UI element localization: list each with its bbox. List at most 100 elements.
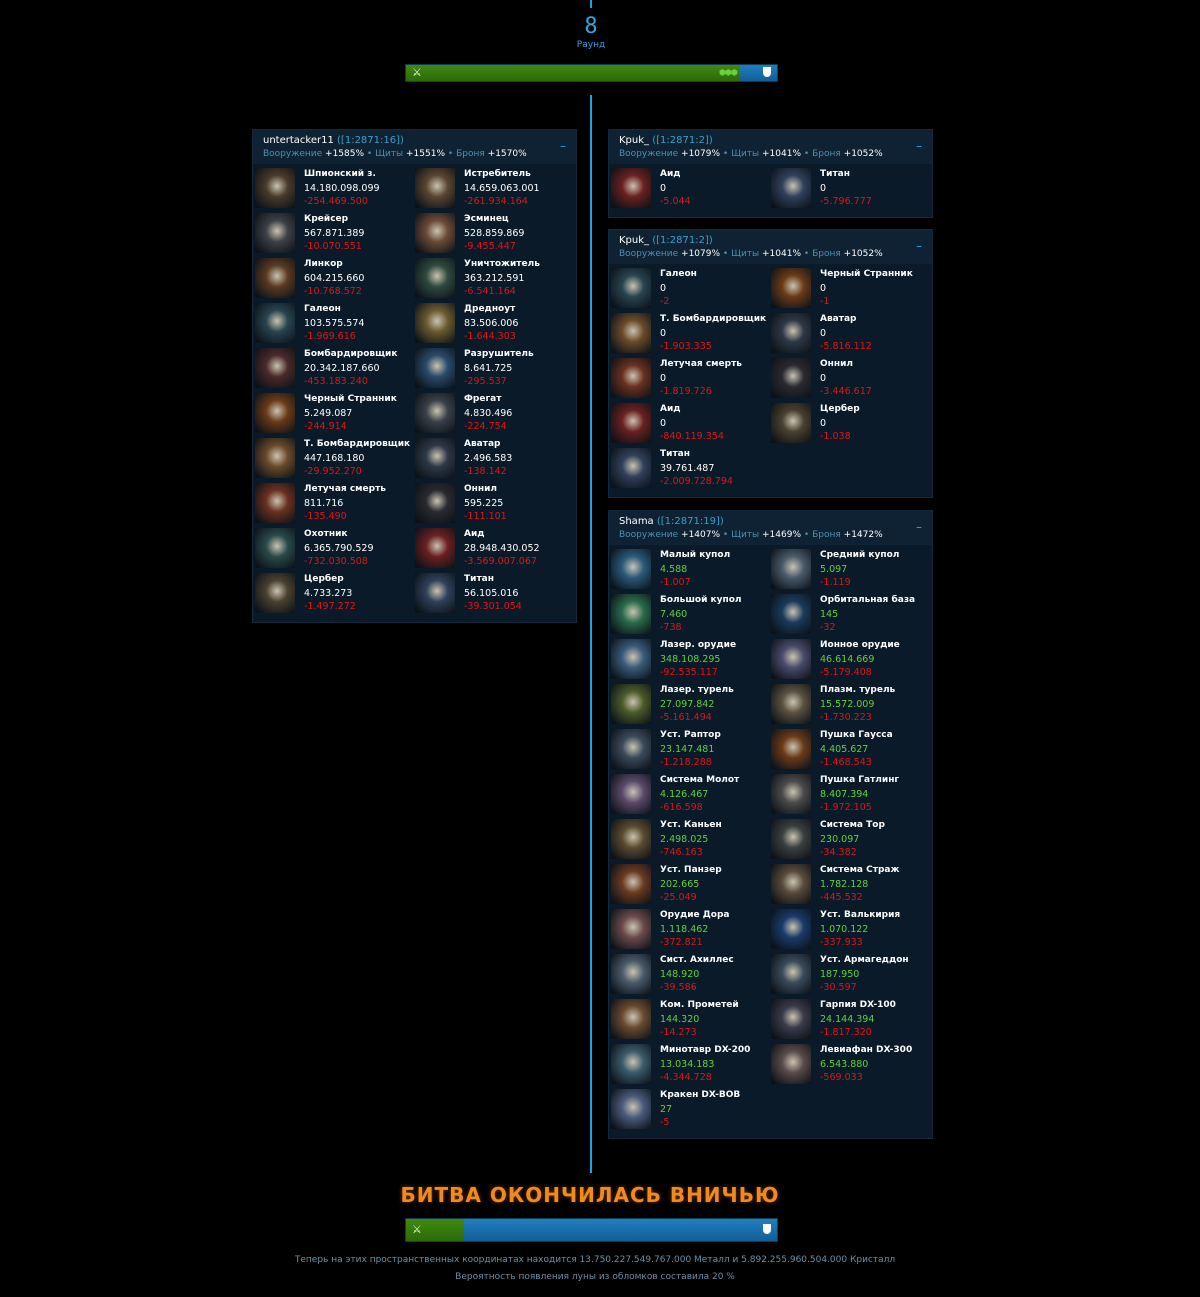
defender-panel-1: Kpuk_ ([1:2871:2])Вооружение +1079% • Щи… <box>608 129 933 218</box>
unit-image <box>415 258 455 298</box>
unit-loss: -840.119.354 <box>660 431 724 442</box>
unit-loss: -5.816.112 <box>820 341 872 352</box>
collapse-button[interactable]: – <box>560 139 566 153</box>
shields-value: +1041% <box>762 249 802 259</box>
unit-image <box>611 774 651 814</box>
unit-image <box>771 999 811 1039</box>
unit-name: Оннил <box>464 484 497 494</box>
unit-image <box>611 729 651 769</box>
player-name[interactable]: Kpuk_ <box>619 135 650 146</box>
unit-name: Бомбардировщик <box>304 349 398 359</box>
unit-image <box>255 573 295 613</box>
unit-count: 5.097 <box>820 563 848 575</box>
unit-loss: -1.903.335 <box>660 341 712 352</box>
unit-image <box>255 528 295 568</box>
unit-image <box>255 303 295 343</box>
unit-image <box>771 684 811 724</box>
unit-name: Система Страж <box>820 865 900 875</box>
unit-loss: -5 <box>660 1117 670 1128</box>
unit-count: 0 <box>820 182 827 194</box>
unit-count: 528.859.869 <box>464 227 525 239</box>
weapons-value: +1079% <box>681 249 721 259</box>
unit-count: 27.097.842 <box>660 698 715 710</box>
unit-name: Аид <box>660 169 681 179</box>
shields-label: Щиты <box>731 530 760 540</box>
unit-name: Плазм. турель <box>820 685 896 695</box>
unit-name: Аватар <box>820 314 857 324</box>
unit-loss: -453.183.240 <box>304 376 368 387</box>
unit-loss: -9.455.447 <box>464 241 516 252</box>
tech-bonuses: Вооружение +1585% • Щиты +1551% • Броня … <box>263 149 527 159</box>
unit-name: Аватар <box>464 439 501 449</box>
unit-name: Система Молот <box>660 775 740 785</box>
unit-image <box>415 483 455 523</box>
armor-value: +1472% <box>843 530 883 540</box>
armor-value: +1570% <box>487 149 527 159</box>
unit-count: 23.147.481 <box>660 743 715 755</box>
unit-name: Черный Странник <box>304 394 397 404</box>
unit-name: Аид <box>660 404 681 414</box>
unit-name: Малый купол <box>660 550 731 560</box>
unit-count: 1.070.122 <box>820 923 869 935</box>
unit-name: Уст. Армагеддон <box>820 955 909 965</box>
unit-loss: -1.038 <box>820 431 851 442</box>
unit-name: Пушка Гатлинг <box>820 775 900 785</box>
unit-image <box>611 1089 651 1129</box>
player-name[interactable]: Kpuk_ <box>619 235 650 246</box>
collapse-button[interactable]: – <box>916 239 922 253</box>
unit-count: 14.180.098.099 <box>304 182 380 194</box>
unit-image <box>255 483 295 523</box>
unit-loss: -10.070.551 <box>304 241 362 252</box>
player-coords[interactable]: ([1:2871:19]) <box>656 516 724 527</box>
player-coords[interactable]: ([1:2871:2]) <box>652 135 713 146</box>
unit-item: Шпионский з.14.180.098.099-254.469.500 <box>253 168 413 213</box>
unit-count: 0 <box>660 327 667 339</box>
unit-count: 4.733.273 <box>304 587 353 599</box>
round-indicator: 8 Раунд <box>541 14 641 50</box>
unit-name: Система Тор <box>820 820 885 830</box>
unit-count: 4.588 <box>660 563 688 575</box>
unit-name: Уст. Панзер <box>660 865 722 875</box>
tech-bonuses: Вооружение +1407% • Щиты +1469% • Броня … <box>619 530 883 540</box>
collapse-button[interactable]: – <box>916 520 922 534</box>
unit-image <box>611 864 651 904</box>
defender-panel-3: Shama ([1:2871:19]) Вооружение +1407% • Щ… <box>608 510 933 1139</box>
player-name[interactable]: Shama <box>619 516 654 527</box>
unit-name: Уничтожитель <box>464 259 540 269</box>
unit-image <box>415 168 455 208</box>
player-coords[interactable]: ([1:2871:16]) <box>337 135 404 146</box>
unit-list: Малый купол 4.588 -1.007 Средний купол 5.097… <box>609 545 932 1138</box>
unit-loss: -32 <box>820 622 836 633</box>
player-coords[interactable]: ([1:2871:2]) <box>652 235 713 246</box>
unit-name: Средний купол <box>820 550 900 560</box>
unit-loss: -1.007 <box>660 577 691 588</box>
unit-loss: -224.754 <box>464 421 507 432</box>
unit-name: Пушка Гаусса <box>820 730 893 740</box>
unit-image <box>771 168 811 208</box>
collapse-button[interactable]: – <box>916 139 922 153</box>
armor-value: +1052% <box>843 149 883 159</box>
unit-loss: -4.344.728 <box>660 1072 712 1083</box>
player-header: untertacker11 ([1:2871:16]) Вооружение +1… <box>253 130 576 164</box>
unit-loss: -295.537 <box>464 376 507 387</box>
unit-name: Титан <box>464 574 494 584</box>
unit-name: Дредноут <box>464 304 516 314</box>
unit-loss: -3.569.007.067 <box>464 556 537 567</box>
player-name[interactable]: untertacker11 <box>263 135 334 146</box>
unit-loss: -732.030.508 <box>304 556 368 567</box>
